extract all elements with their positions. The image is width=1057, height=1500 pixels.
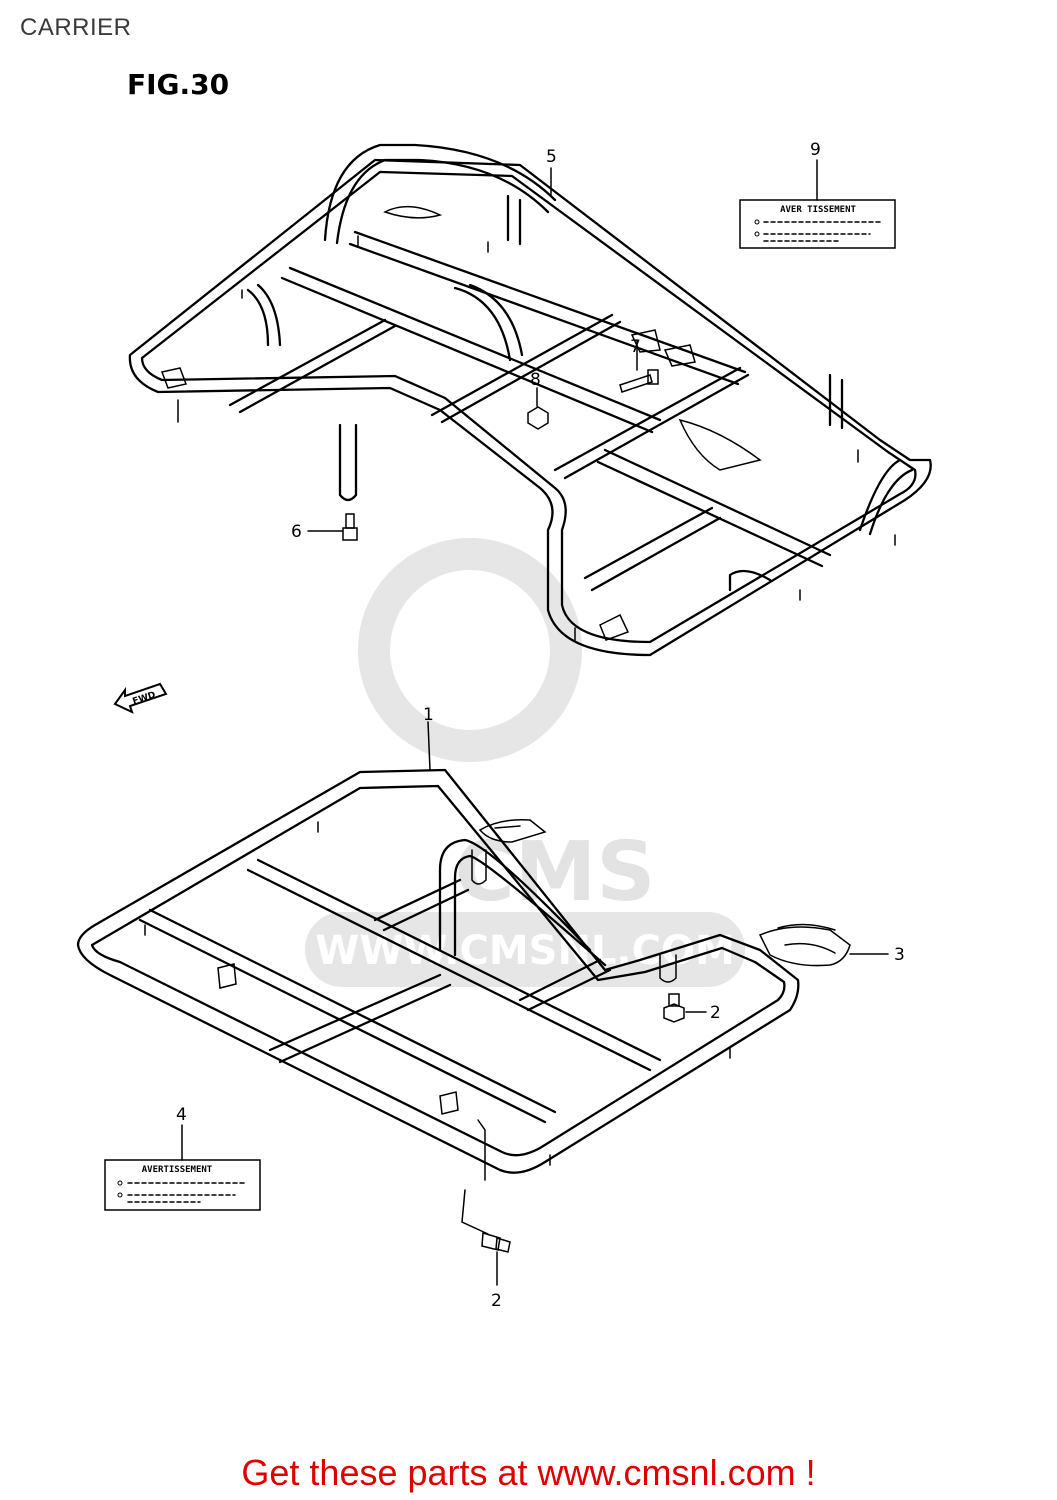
watermark: CMS WWW.CMSNL.COM	[305, 538, 745, 987]
leader-part-1	[427, 721, 431, 771]
rear-carrier-part-5	[128, 143, 932, 657]
bolt-part-2-upper	[663, 993, 707, 1023]
fwd-arrow: FWD	[113, 682, 168, 714]
figure-number: FIG.30	[127, 68, 230, 101]
bolt-part-6	[307, 513, 358, 541]
callout-9: 9	[810, 140, 821, 160]
callout-7: 7	[630, 337, 641, 357]
warning-label-part-4: AVERTISSEMENT	[104, 1124, 261, 1211]
callout-3: 3	[894, 945, 905, 965]
bolt-part-7	[619, 339, 659, 393]
nut-part-8	[527, 387, 549, 430]
callout-4: 4	[176, 1105, 187, 1125]
watermark-mascot-face	[390, 570, 550, 730]
footer-cta-link[interactable]: Get these parts at www.cmsnl.com !	[241, 1452, 816, 1493]
bolt-part-2-lower	[481, 1232, 511, 1286]
callout-5: 5	[546, 147, 557, 167]
warning-label-9-text: AVER TISSEMENT	[780, 205, 856, 215]
callout-2-upper: 2	[710, 1003, 721, 1023]
watermark-brand: CMS	[455, 825, 656, 920]
front-carrier-part-1	[76, 768, 800, 1235]
page-title: CARRIER	[20, 14, 132, 41]
watermark-banner	[305, 912, 745, 987]
callout-2-lower: 2	[491, 1291, 502, 1311]
callout-8: 8	[530, 370, 541, 390]
callout-1: 1	[423, 705, 434, 725]
warning-label-4-text: AVERTISSEMENT	[142, 1165, 213, 1175]
step-part-3	[758, 923, 889, 967]
callout-6: 6	[291, 522, 302, 542]
warning-label-part-9: AVER TISSEMENT	[739, 159, 896, 249]
